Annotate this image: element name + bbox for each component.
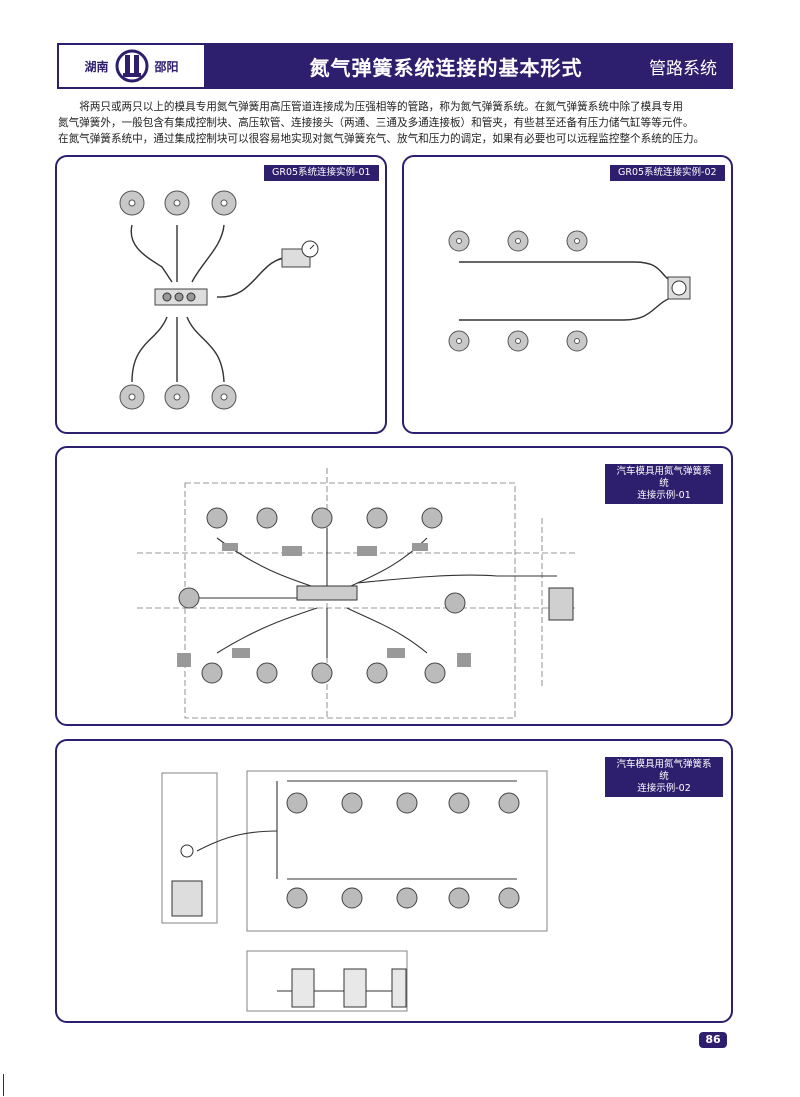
die-2-springs-bottom [286,887,520,909]
page-header: 湖南 邵阳 氮气弹簧系统连接的基本形式 管路系统 [57,43,733,89]
title-bar: 氮气弹簧系统连接的基本形式 管路系统 [206,45,731,87]
die-2-springs-top [286,792,520,814]
panel-3-tag: 汽车模具用氮气弹簧系统 连接示例-01 [605,464,723,504]
panel-3-tag-line-1: 汽车模具用氮气弹簧系统 [616,466,712,489]
automotive-die-layout-1 [137,468,577,719]
system-diagram-2 [448,230,691,352]
panel-4-tag-line-1: 汽车模具用氮气弹簧系统 [616,759,712,782]
spring-group-bottom [119,384,237,410]
example-panel-2: GR05系统连接实例-02 [402,155,733,434]
panel-1-tag: GR05系统连接实例-01 [264,165,379,181]
example-panel-4: 汽车模具用氮气弹簧系统 连接示例-02 [55,739,733,1023]
logo-left-text: 湖南 [84,59,109,74]
die-springs-bottom [201,662,446,684]
intro-line-3: 在氮气弹簧系统中，通过集成控制块可以很容易地实现对氮气弹簧充气、放气和压力的调定… [58,133,705,145]
spring-group-top [119,190,237,216]
example-panel-3: 汽车模具用氮气弹簧系统 连接示例-01 [55,446,733,726]
automotive-die-layout-2 [161,770,548,1012]
intro-line-2: 氮气弹簧外，一般包含有集成控制块、高压软管、连接接头（两通、三通及多通连接板）和… [58,117,694,129]
panel-4-tag: 汽车模具用氮气弹簧系统 连接示例-02 [605,757,723,797]
example-panel-1: GR05系统连接实例-01 [55,155,387,434]
die-springs-top [206,507,443,529]
section-label: 管路系统 [649,58,717,79]
page-number: 86 [699,1032,727,1048]
page-title: 氮气弹簧系统连接的基本形式 [309,55,583,80]
intro-paragraph: 将两只或两只以上的模具专用氮气弹簧用高压管道连接成为压强相等的管路，称为氮气弹簧… [58,99,738,147]
company-logo-icon [115,49,148,83]
logo: 湖南 邵阳 [59,45,206,87]
system-diagram-1 [119,190,319,410]
panel-3-tag-line-2: 连接示例-01 [637,490,691,501]
panel-2-tag: GR05系统连接实例-02 [610,165,725,181]
logo-right-text: 邵阳 [154,59,179,74]
intro-line-1: 将两只或两只以上的模具专用氮气弹簧用高压管道连接成为压强相等的管路，称为氮气弹簧… [79,101,684,113]
margin-mark [3,1074,4,1096]
panel-4-tag-line-2: 连接示例-02 [637,783,691,794]
